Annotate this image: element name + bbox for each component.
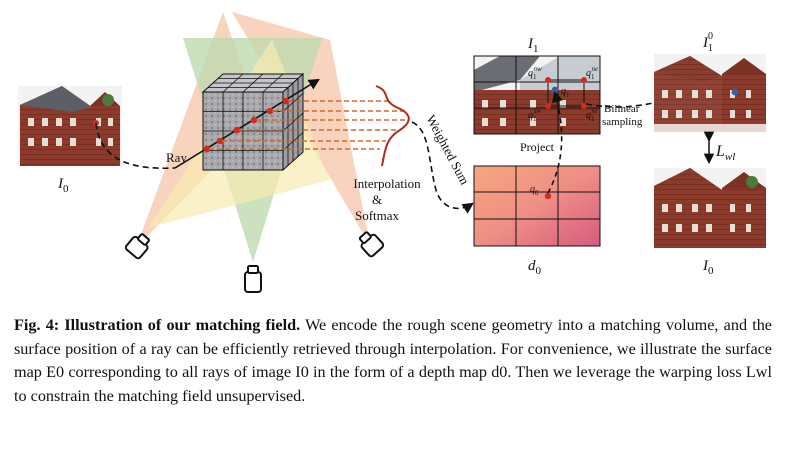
- figure-diagram: I0 Ray Interpolation &: [18, 12, 766, 293]
- camera-icon-right: [358, 231, 385, 258]
- label-project: Project: [520, 140, 555, 154]
- image-I1: [473, 55, 601, 135]
- label-I0-right: I0: [702, 258, 714, 277]
- label-softmax: Softmax: [355, 208, 400, 223]
- weighted-sum-path: [411, 121, 474, 214]
- label-q-ne: q1ne: [586, 65, 598, 81]
- q0-point: [544, 192, 552, 200]
- camera-icon-bottom: [244, 265, 262, 293]
- label-weighted-sum: Weighted Sum: [423, 112, 472, 187]
- caption-body: We encode the rough scene geometry into …: [14, 316, 772, 405]
- ray-arrow: [174, 78, 320, 169]
- depth-map-d0: [473, 165, 601, 247]
- label-I1: I1: [527, 36, 539, 55]
- softmax-curve: [375, 85, 410, 167]
- caption-title: Fig. 4: Illustration of our matching fie…: [14, 316, 301, 334]
- label-ampersand: &: [372, 192, 382, 207]
- label-bilinear: Bilinear: [604, 103, 640, 115]
- ray-dashed-path: [95, 122, 176, 170]
- label-I1-0: I10: [702, 31, 713, 54]
- camera-icon-left: [124, 233, 150, 260]
- image-I0-right: [654, 168, 766, 248]
- label-ray: Ray: [166, 150, 187, 165]
- image-I0-left: [18, 86, 122, 166]
- label-Lwl: Lwl: [715, 143, 735, 163]
- label-q0: q0: [530, 184, 539, 197]
- label-I0-left: I0: [57, 176, 69, 195]
- label-interpolation: Interpolation: [353, 176, 421, 191]
- label-d0: d0: [528, 258, 542, 277]
- sample-points: [203, 97, 290, 153]
- figure-caption: Fig. 4: Illustration of our matching fie…: [14, 314, 772, 408]
- label-q1: q1: [561, 86, 570, 99]
- image-I1-warped: [654, 54, 766, 134]
- label-sampling: sampling: [602, 116, 643, 128]
- projection-dashes: [209, 100, 405, 150]
- label-q-se: q1se: [586, 107, 597, 123]
- label-q-sw: q1sw: [528, 107, 541, 123]
- label-q-nw: q1nw: [528, 65, 542, 81]
